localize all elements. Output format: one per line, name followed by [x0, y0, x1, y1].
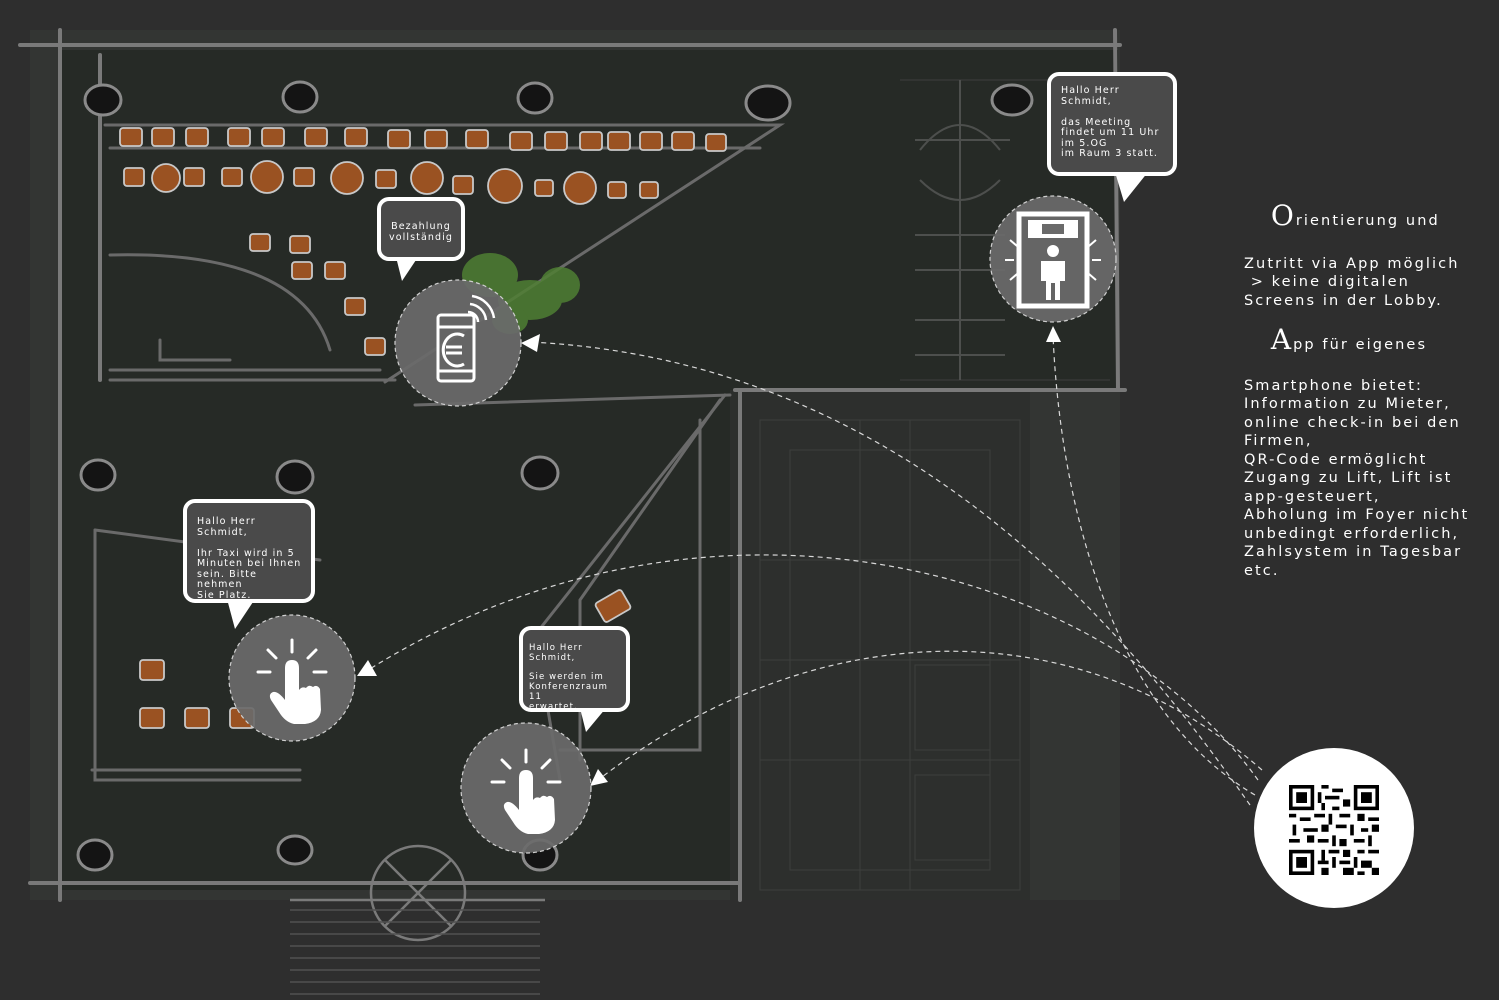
drop-initial-o: O	[1270, 198, 1294, 232]
payment-message-bubble: Bezahlung vollständig	[377, 197, 465, 261]
taxi-bubble-tail	[227, 599, 255, 629]
meeting-message-bubble: Hallo Herr Schmidt, das Meeting findet u…	[1047, 72, 1177, 176]
flow-arc-gate	[1052, 334, 1256, 796]
taxi-message-bubble: Hallo Herr Schmidt, Ihr Taxi wird in 5 M…	[183, 499, 315, 603]
paragraph-app-rest: Smartphone bietet: Information zu Mieter…	[1244, 377, 1470, 579]
taxi-touchpoint[interactable]	[228, 614, 356, 742]
payment-touchpoint[interactable]	[394, 279, 522, 407]
flow-arc-conference	[597, 650, 1263, 781]
flow-arc-payment	[529, 341, 1251, 806]
drop-initial-a: A	[1270, 322, 1292, 356]
qr-code-badge[interactable]	[1254, 748, 1414, 908]
meeting-bubble-tail	[1115, 172, 1148, 202]
paragraph-app-first: pp für eigenes	[1293, 336, 1428, 353]
conference-message-bubble: Hallo Herr Schmidt, Sie werden im Konfer…	[519, 626, 630, 712]
qr-code-icon[interactable]	[1289, 785, 1379, 875]
payment-bubble-tail	[396, 257, 418, 281]
conference-touchpoint[interactable]	[460, 722, 592, 854]
tap-hand-icon	[490, 748, 562, 834]
tap-hand-icon	[256, 638, 328, 724]
access-gate-person-icon	[1005, 211, 1101, 309]
paragraph-orientation-first: rientierung und	[1295, 212, 1440, 229]
conference-bubble-tail	[580, 708, 606, 732]
paragraph-orientation-rest: Zutritt via App möglich > keine digitale…	[1244, 255, 1460, 309]
smartphone-euro-icon	[436, 294, 496, 383]
access-gate-touchpoint[interactable]	[989, 195, 1117, 323]
